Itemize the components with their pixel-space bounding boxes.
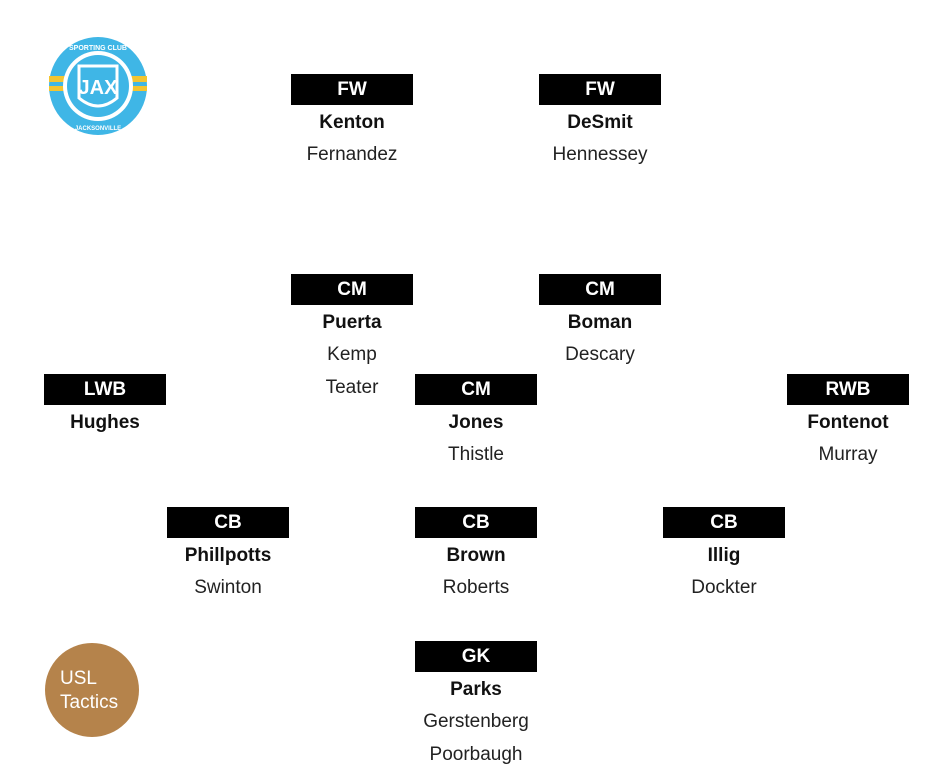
starter-name: Boman <box>567 312 633 333</box>
position-tag: FW <box>291 74 413 105</box>
starter-name: Illig <box>707 545 741 566</box>
position-tag: FW <box>539 74 661 105</box>
backup-name: Gerstenberg <box>423 711 529 732</box>
position-tag: GK <box>415 641 537 672</box>
position-lwb: LWB Hughes <box>44 374 166 438</box>
starter-name: DeSmit <box>567 112 633 133</box>
starter-name: Jones <box>448 412 504 433</box>
usl-tactics-badge: USL Tactics <box>45 643 139 737</box>
position-cb-left: CB Phillpotts Swinton <box>167 507 289 604</box>
backup-name: Kemp <box>327 344 377 365</box>
starter-name: Phillpotts <box>184 545 272 566</box>
backup-name: Roberts <box>442 577 510 598</box>
backup-name: Dockter <box>691 577 757 598</box>
backup-name: Descary <box>565 344 635 365</box>
badge-line-2: Tactics <box>60 692 119 713</box>
position-tag: RWB <box>787 374 909 405</box>
logo-ring-top: SPORTING CLUB <box>69 45 127 52</box>
logo-center-text: JAX <box>79 77 119 99</box>
backup-name: Teater <box>325 377 379 398</box>
position-fw-left: FW Kenton Fernandez <box>291 74 413 171</box>
position-fw-right: FW DeSmit Hennessey <box>539 74 661 171</box>
backup-name: Hennessey <box>552 144 648 165</box>
position-tag: LWB <box>44 374 166 405</box>
position-cm-center: CM Jones Thistle <box>415 374 537 471</box>
position-tag: CM <box>291 274 413 305</box>
starter-name: Kenton <box>319 112 385 133</box>
logo-ring-bottom: JACKSONVILLE <box>75 126 121 132</box>
badge-line-1: USL <box>60 668 97 689</box>
position-cm-right: CM Boman Descary <box>539 274 661 371</box>
backup-name: Murray <box>818 444 878 465</box>
starter-name: Fontenot <box>807 412 889 433</box>
position-tag: CM <box>415 374 537 405</box>
starter-name: Parks <box>450 679 502 700</box>
backup-name: Fernandez <box>306 144 398 165</box>
position-cb-right: CB Illig Dockter <box>663 507 785 604</box>
position-cb-center: CB Brown Roberts <box>415 507 537 604</box>
starter-name: Hughes <box>70 412 140 433</box>
starter-name: Puerta <box>322 312 382 333</box>
backup-name: Poorbaugh <box>429 744 523 765</box>
position-tag: CB <box>167 507 289 538</box>
position-gk: GK Parks Gerstenberg Poorbaugh <box>415 641 537 771</box>
backup-name: Thistle <box>448 444 504 465</box>
backup-name: Swinton <box>194 577 262 598</box>
position-rwb: RWB Fontenot Murray <box>787 374 909 471</box>
position-tag: CM <box>539 274 661 305</box>
jacksonville-sc-logo: JAX SPORTING CLUB JACKSONVILLE <box>49 37 147 135</box>
starter-name: Brown <box>446 545 506 566</box>
position-tag: CB <box>663 507 785 538</box>
position-cm-left: CM Puerta Kemp Teater <box>291 274 413 404</box>
position-tag: CB <box>415 507 537 538</box>
